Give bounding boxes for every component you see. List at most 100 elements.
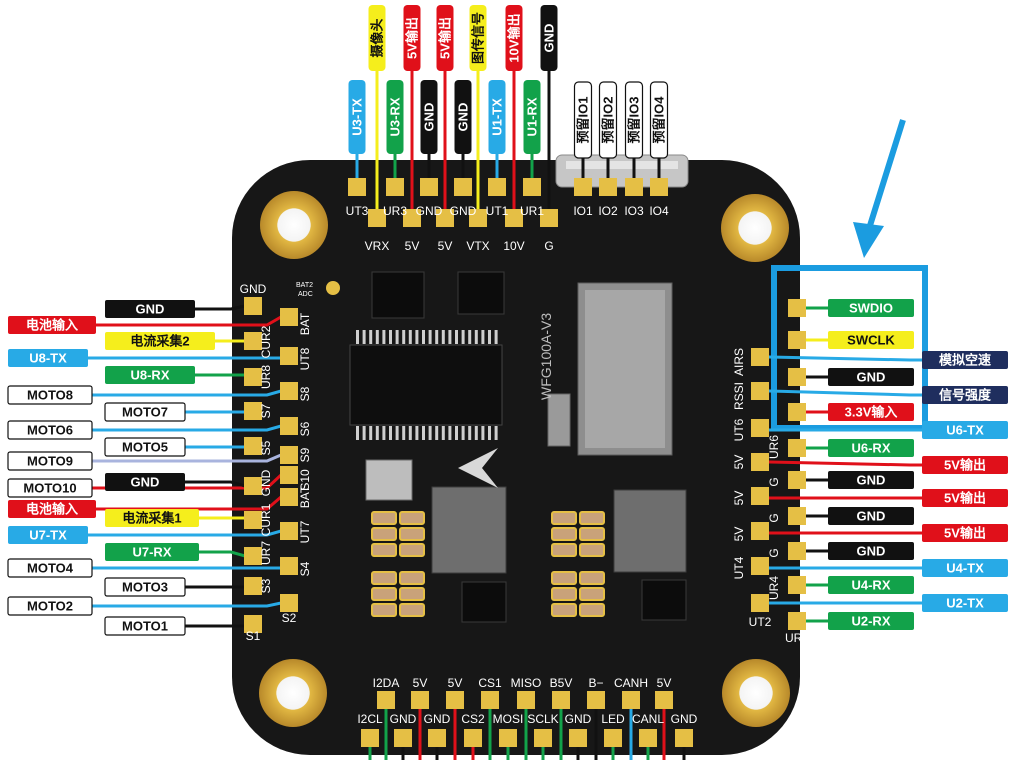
right-pin-label: GND <box>828 542 914 560</box>
left-pin-label: MOTO7 <box>104 402 186 422</box>
right-pin-label-text: GND <box>857 544 886 559</box>
left-pad <box>244 577 262 595</box>
right-pin-label-text: U6-TX <box>946 423 984 438</box>
right-pad <box>788 576 806 594</box>
top-pad <box>599 178 617 196</box>
right-pin-label-text: 信号强度 <box>939 388 992 403</box>
bottom-pad-silk: LED <box>601 712 625 726</box>
bottom-pad <box>394 729 412 747</box>
top-pad-silk: 5V <box>405 239 420 253</box>
left-pin-label: U7-RX <box>105 543 199 561</box>
top-pin-label-text: 预留IO4 <box>652 96 667 144</box>
right-pin-label: 5V输出 <box>922 489 1008 507</box>
top-pad <box>403 209 421 227</box>
left-pad-silk: BAT <box>298 312 312 335</box>
right-pad <box>788 299 806 317</box>
right-pad-silk: 5V <box>732 527 746 542</box>
right-pin-label-text: 5V输出 <box>944 526 986 541</box>
left-pad-silk: S9 <box>298 447 312 462</box>
crystal <box>365 459 413 501</box>
right-pad <box>751 557 769 575</box>
right-pin-label: U4-TX <box>922 559 1008 577</box>
left-pin-label-text: MOTO6 <box>27 423 73 438</box>
left-pin-label-text: MOTO9 <box>27 454 73 469</box>
right-pin-label: GND <box>828 507 914 525</box>
right-pin-label: U2-TX <box>922 594 1008 612</box>
left-pad <box>280 382 298 400</box>
left-pad-silk: UT7 <box>298 520 312 543</box>
left-pin-label-text: U7-RX <box>132 545 171 560</box>
left-pin-label: MOTO5 <box>104 437 186 457</box>
right-pin-label: SWCLK <box>828 331 914 349</box>
bottom-pad-silk: CS1 <box>478 676 502 690</box>
left-pin-label: 电流采集1 <box>105 509 199 527</box>
left-pin-label-text: MOTO8 <box>27 388 73 403</box>
bottom-pad <box>639 729 657 747</box>
left-pin-label: MOTO1 <box>104 616 186 636</box>
left-pin-label-text: 电流采集2 <box>130 334 189 349</box>
right-pad <box>751 522 769 540</box>
mcu-pins <box>356 330 498 440</box>
bottom-pad-silk: MISO <box>511 676 542 690</box>
left-pin-label-text: MOTO1 <box>122 619 168 634</box>
left-pad <box>244 332 262 350</box>
left-pin-label-text: MOTO5 <box>122 440 168 455</box>
top-pin-label: 5V输出 <box>403 5 421 71</box>
right-pad <box>788 471 806 489</box>
mounting-hole-bl <box>259 659 327 727</box>
left-pin-label-text: MOTO2 <box>27 599 73 614</box>
right-pad-silk: G <box>767 548 781 557</box>
right-pad <box>751 419 769 437</box>
right-pad <box>788 612 806 630</box>
right-pad-silk: UT2 <box>749 615 772 629</box>
top-pad <box>488 178 506 196</box>
top-pin-label-text: 预留IO3 <box>627 97 642 144</box>
bottom-pad <box>622 691 640 709</box>
left-pad <box>244 368 262 386</box>
bottom-pad-silk: CANH <box>614 676 648 690</box>
right-pin-label: 模拟空速 <box>922 351 1008 369</box>
left-pad <box>280 466 298 484</box>
bottom-pad-silk: GND <box>565 712 592 726</box>
left-pin-label-text: MOTO4 <box>27 561 74 576</box>
top-pad <box>574 178 592 196</box>
top-pin-label: U3-RX <box>386 80 404 154</box>
top-pad-silk: VTX <box>466 239 489 253</box>
right-pad-silk: G <box>767 513 781 522</box>
bottom-pad-silk: 5V <box>413 676 428 690</box>
right-pad <box>751 453 769 471</box>
left-pad <box>244 297 262 315</box>
left-pad <box>280 488 298 506</box>
right-pad-silk: UT4 <box>732 556 746 579</box>
bottom-pad <box>517 691 535 709</box>
top-pad <box>505 209 523 227</box>
left-pin-label: MOTO9 <box>7 451 93 471</box>
bottom-pad <box>481 691 499 709</box>
mounting-hole-tl <box>260 191 328 259</box>
bottom-pad <box>569 729 587 747</box>
bottom-pad-silk: GND <box>424 712 451 726</box>
right-pin-label: U2-RX <box>828 612 914 630</box>
left-pin-label-text: 电流采集1 <box>122 511 181 526</box>
bottom-pad <box>464 729 482 747</box>
right-pin-label-text: GND <box>857 509 886 524</box>
inductor <box>613 489 687 573</box>
right-pad <box>788 439 806 457</box>
right-pin-label-text: SWDIO <box>849 301 893 316</box>
top-pin-label: 预留IO2 <box>598 81 618 159</box>
left-pad <box>280 347 298 365</box>
left-pin-label-text: MOTO3 <box>122 580 168 595</box>
right-pin-label-text: U6-RX <box>851 441 890 456</box>
callout-arrow-head-icon <box>853 222 884 258</box>
left-pin-label-text: GND <box>136 302 165 317</box>
top-pin-label-text: U3-RX <box>388 97 403 136</box>
swd-highlight-box <box>771 265 928 431</box>
top-pad-silk: IO4 <box>649 204 669 218</box>
top-pin-label-text: 10V输出 <box>507 13 522 62</box>
right-pad-silk: 5V <box>732 455 746 470</box>
capacitor-banks <box>371 511 605 617</box>
bottom-pad <box>655 691 673 709</box>
ic-chip <box>641 579 687 621</box>
bottom-pad-silk: MOSI <box>493 712 524 726</box>
